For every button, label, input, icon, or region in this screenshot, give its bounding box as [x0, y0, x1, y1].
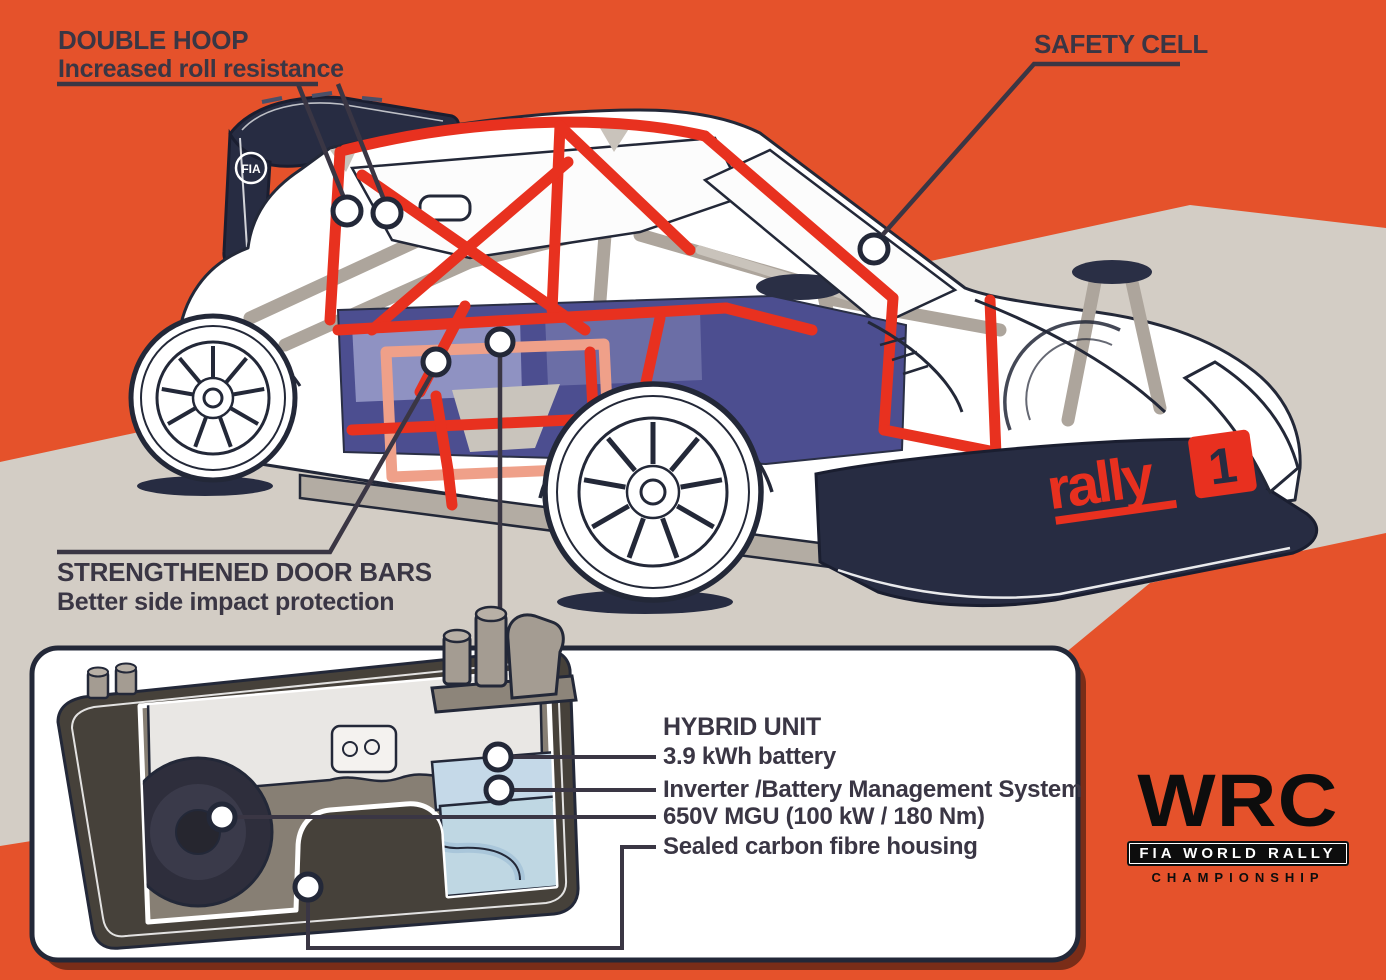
- hybrid-item-mgu: 650V MGU (100 kW / 180 Nm): [663, 803, 985, 830]
- front-splitter: rally 1: [814, 360, 1318, 608]
- callout-dots: [330, 194, 891, 378]
- fia-wing-badge-text: FIA: [241, 162, 261, 176]
- rally-car: FIA: [128, 91, 1318, 614]
- double-hoop-subtitle: Increased roll resistance: [58, 55, 344, 83]
- double-hoop-leader-2: [335, 83, 387, 201]
- hybrid-unit-title: HYBRID UNIT: [663, 713, 821, 741]
- callout-dot-hybrid-location: [484, 326, 516, 358]
- wrc-logo: WRC FIA WORLD RALLY CHAMPIONSHIP: [1112, 764, 1364, 885]
- wrc-fia-world-rally-bar: FIA WORLD RALLY: [1127, 840, 1349, 866]
- shock-tower-left: [756, 274, 844, 300]
- safety-cell-title: SAFETY CELL: [1034, 29, 1208, 59]
- hv-connector-stack: [430, 605, 578, 714]
- callout-dot-battery: [482, 741, 514, 773]
- callout-dot-inverter: [483, 774, 515, 806]
- callout-dot-double-hoop-2: [370, 196, 404, 230]
- callout-dot-housing: [292, 871, 324, 903]
- rear-wheel: [128, 313, 298, 483]
- housing-leader: [306, 845, 656, 950]
- rear-wheel-shadow: [137, 476, 273, 496]
- battery-label-plate: [330, 724, 398, 774]
- door-bars-leader: [57, 370, 435, 555]
- front-right-wheel: [1003, 320, 1121, 431]
- wrc-championship-text: CHAMPIONSHIP: [1151, 869, 1325, 885]
- callout-dot-safety-cell: [857, 232, 891, 266]
- shock-tower-right: [1072, 260, 1152, 284]
- callout-dot-mgu: [206, 801, 238, 833]
- callout-dot-double-hoop-1: [330, 194, 364, 228]
- hybrid-item-inverter: Inverter /Battery Management System: [663, 776, 1082, 803]
- orange-corner-right: [988, 535, 1386, 980]
- wing-fins: [261, 91, 383, 104]
- wrc-acronym: WRC: [1137, 759, 1339, 842]
- hybrid-item-housing: Sealed carbon fibre housing: [663, 833, 978, 860]
- hybrid-unit-drawing: [56, 652, 580, 950]
- bumper-corner: [1182, 360, 1300, 495]
- double-hoop-title: DOUBLE HOOP: [58, 25, 249, 55]
- hybrid-unit-panel: [29, 605, 1086, 970]
- orange-corner-left: [0, 846, 28, 980]
- panel-leader-lines: [236, 755, 656, 950]
- callout-dot-door-bars: [420, 346, 452, 378]
- safety-cell-leader: [876, 61, 1180, 242]
- door-bars-subtitle: Better side impact protection: [57, 588, 395, 616]
- fia-roundel: [234, 151, 268, 185]
- front-wheel: [542, 381, 764, 603]
- rally1-logo: rally 1: [1043, 429, 1257, 525]
- door-bars-title: STRENGTHENED DOOR BARS: [57, 557, 432, 587]
- panel-callout-dots: [206, 741, 515, 903]
- leader-lines: [57, 61, 1180, 610]
- hybrid-item-battery: 3.9 kWh battery: [663, 743, 836, 770]
- wing-mirror: [418, 194, 472, 222]
- hood-details: [867, 298, 1167, 414]
- double-hoop-leader-1: [295, 83, 347, 199]
- pillar-shading: [330, 124, 632, 172]
